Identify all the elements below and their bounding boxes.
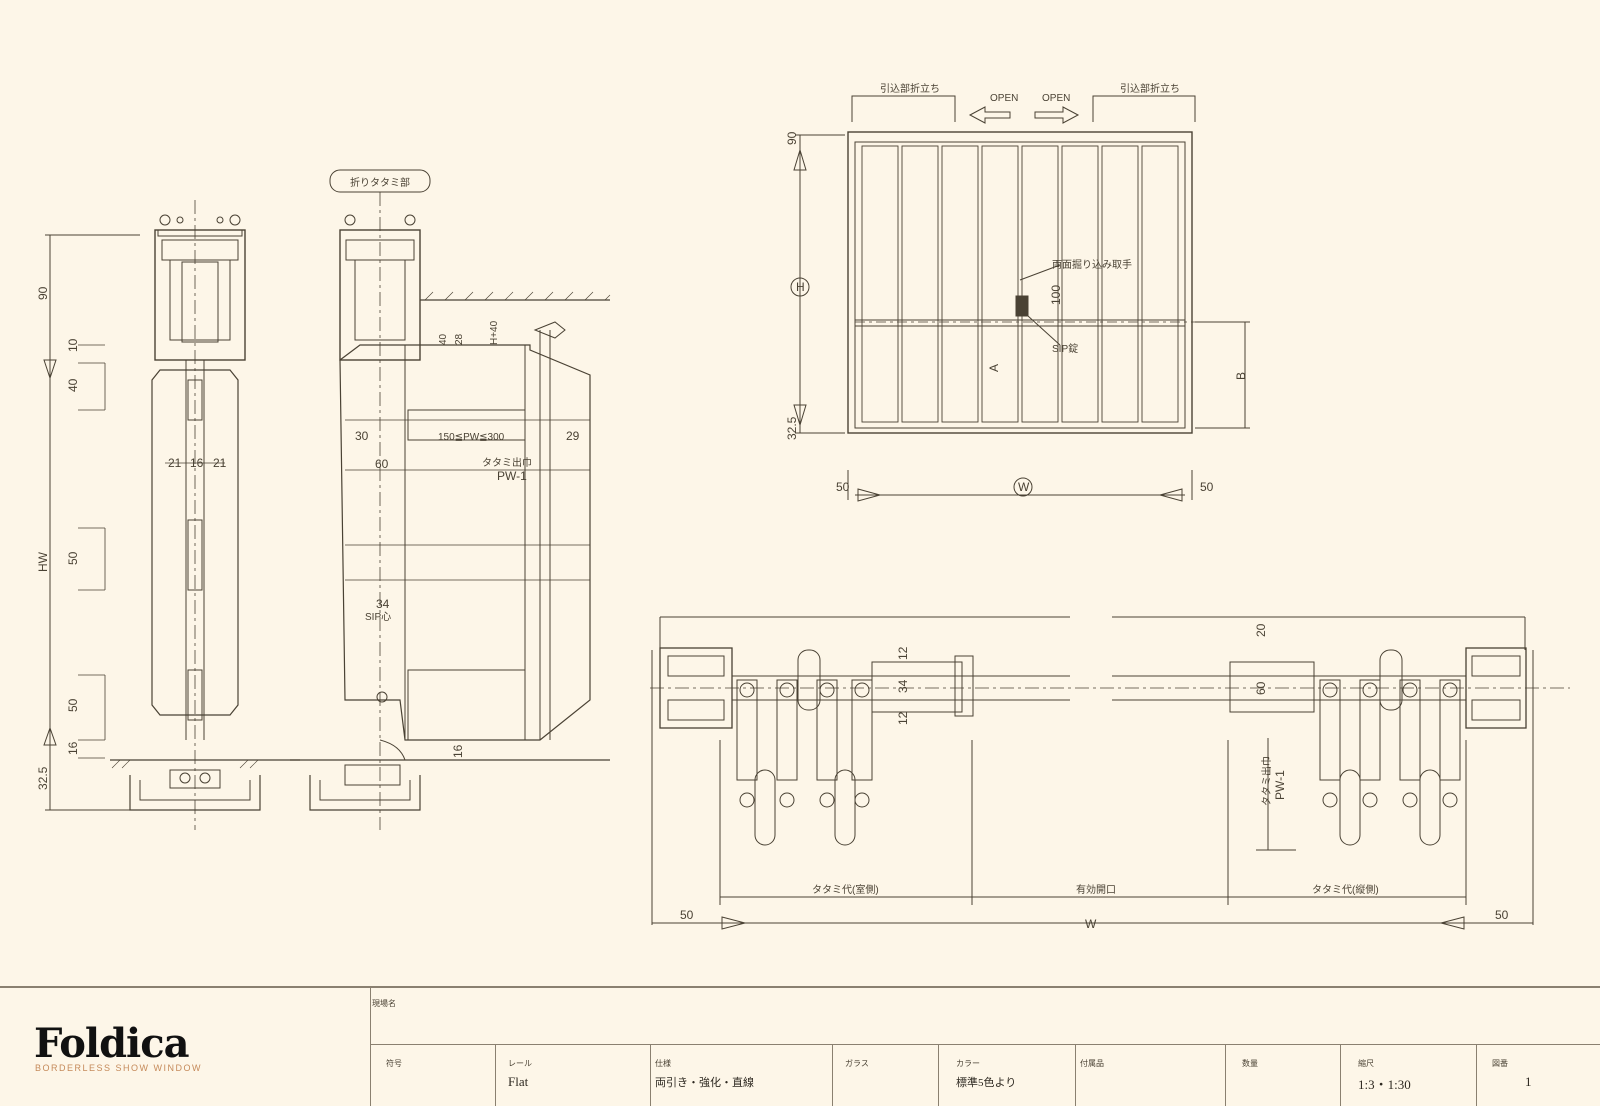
dim-50a: 50 [66, 551, 80, 565]
sec-dim-34: 34 [896, 679, 910, 693]
sec-dim-12: 12 [896, 646, 910, 660]
lock-label: SIP錠 [1052, 342, 1078, 355]
sec-tatami-width: タタミ出巾 [1260, 756, 1273, 806]
sec-dim-20: 20 [1254, 623, 1268, 637]
dim-plan-50-right: 50 [1200, 480, 1214, 494]
horizontal-section [650, 616, 1570, 930]
page-label: 図番 [1492, 1059, 1508, 1068]
dim-16c: 16 [451, 744, 465, 758]
cell-divider [650, 1045, 651, 1106]
cell-divider [832, 1045, 833, 1106]
dim-21a: 21 [168, 456, 182, 470]
mark-b: B [1234, 372, 1248, 380]
mark-a: A [987, 364, 1001, 372]
sec-dim-50-right: 50 [1495, 908, 1509, 922]
title-divider [370, 1044, 1600, 1045]
scale-label: 縮尺 [1358, 1059, 1374, 1068]
mark-w: W [1018, 480, 1030, 494]
handle-label: 両面掘り込み取手 [1052, 258, 1132, 271]
rail-value: Flat [508, 1074, 529, 1089]
pw-1-label: PW-1 [497, 469, 527, 483]
open-space-left: 引込部折立ち [880, 82, 940, 95]
open-space-right: 引込部折立ち [1120, 82, 1180, 95]
dim-h40: H+40 [489, 320, 500, 345]
dim-plan-90: 90 [785, 131, 799, 145]
vertical-section-middle [290, 169, 611, 830]
dim-34: 34 [376, 597, 390, 611]
color-value: 標準5色より [956, 1077, 1017, 1089]
spec-value: 両引き・強化・直線 [655, 1077, 754, 1089]
cell-divider [1476, 1045, 1477, 1106]
sec-dim-12b: 12 [896, 711, 910, 725]
quantity-label: 数量 [1242, 1059, 1258, 1068]
sec-tatami-side: タタミ代(縦側) [1312, 883, 1379, 896]
dim-hw: HW [36, 551, 50, 572]
dim-pw-range: 150≦PW≦300 [438, 432, 505, 443]
brand-tagline: BORDERLESS SHOW WINDOW [35, 1063, 203, 1073]
mark-h: H [796, 280, 805, 294]
scale-value: 1:3・1:30 [1358, 1077, 1411, 1092]
sec-tatami-room: タタミ代(室側) [812, 883, 879, 896]
dim-40: 40 [66, 378, 80, 392]
cell-divider [1075, 1045, 1076, 1106]
symbol-label: 符号 [386, 1059, 402, 1068]
sec-dim-60: 60 [1254, 681, 1268, 695]
technical-drawing: 90 10 40 HW 50 50 16 32.5 21 16 21 [36, 82, 1570, 931]
sec-pw-1: PW-1 [1273, 770, 1287, 800]
project-label: 現場名 [372, 999, 396, 1008]
dim-40b: 40 [438, 333, 449, 345]
rail-label: レール [508, 1059, 532, 1068]
sec-dim-50-left: 50 [680, 908, 694, 922]
dim-30: 30 [355, 429, 369, 443]
accessory-label: 付属品 [1080, 1059, 1104, 1068]
cell-divider [1225, 1045, 1226, 1106]
open-right-label: OPEN [1042, 93, 1070, 104]
dim-16b: 16 [190, 456, 204, 470]
cell-divider [938, 1045, 939, 1106]
dim-plan-100: 100 [1049, 285, 1063, 305]
dim-50b: 50 [66, 698, 80, 712]
spec-label: 仕様 [655, 1059, 671, 1068]
dim-16: 16 [66, 741, 80, 755]
dim-32-5: 32.5 [36, 766, 50, 790]
dim-plan-50-left: 50 [836, 480, 850, 494]
sip-center-label: SIP心 [365, 611, 391, 623]
dim-28: 28 [454, 333, 465, 345]
sec-effective-opening: 有効開口 [1076, 883, 1116, 896]
dim-60: 60 [375, 457, 389, 471]
title-divider-vertical [370, 988, 371, 1106]
brand-logo: Foldica [34, 1020, 190, 1067]
dim-10: 10 [66, 338, 80, 352]
glass-label: ガラス [845, 1059, 869, 1068]
dim-29: 29 [566, 429, 580, 443]
open-left-label: OPEN [990, 93, 1018, 104]
tatami-width-label: タタミ出巾 [482, 456, 532, 469]
page-value: 1 [1525, 1074, 1532, 1089]
vertical-section-left [43, 200, 300, 830]
cell-divider [495, 1045, 496, 1106]
front-elevation [790, 95, 1250, 502]
folding-part-label: 折りタタミ部 [350, 176, 410, 189]
dim-90-left: 90 [36, 286, 50, 300]
title-block: 現場名 符号 レール Flat 仕様 両引き・強化・直線 ガラス カラー 標準5… [0, 986, 1600, 1106]
dim-21b: 21 [213, 456, 227, 470]
cell-divider [1340, 1045, 1341, 1106]
color-label: カラー [956, 1059, 980, 1068]
dim-plan-32-5: 32.5 [785, 416, 799, 440]
sec-mark-w: W [1085, 917, 1097, 931]
